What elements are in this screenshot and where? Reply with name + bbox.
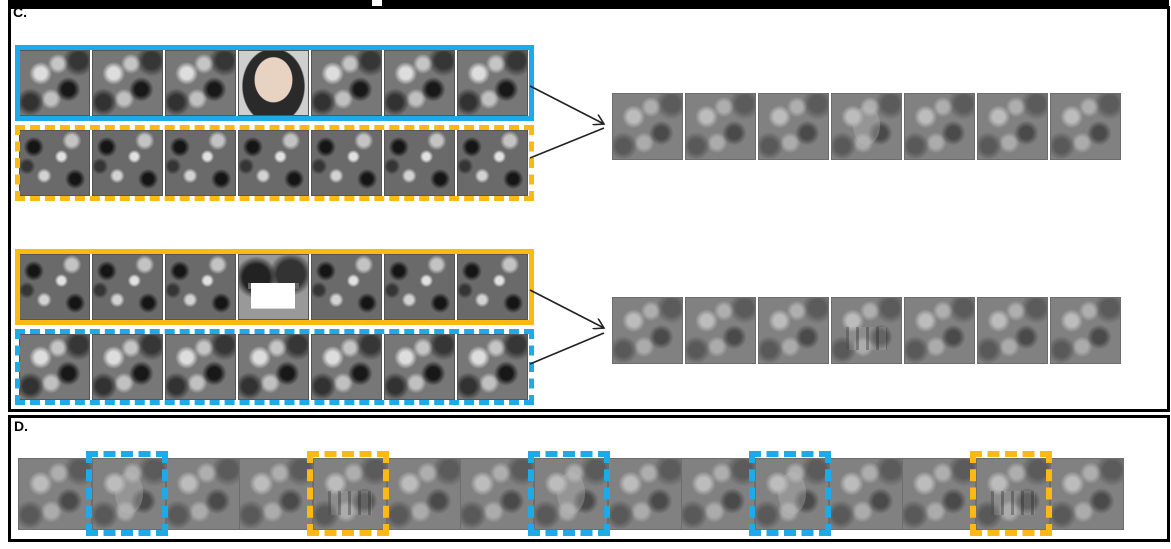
stimulus-tile <box>457 334 528 400</box>
stimulus-tile <box>457 254 528 320</box>
highlight-blue <box>86 451 168 536</box>
stimulus-tile <box>92 254 163 320</box>
highlight-blue <box>749 451 831 536</box>
stimulus-tile <box>165 50 236 116</box>
mixed-output-tile <box>977 297 1048 364</box>
mixed-output-house-tile <box>831 297 902 364</box>
mixed-output-tile <box>685 93 756 160</box>
stimulus-tile <box>165 334 236 400</box>
mixed-output-tile <box>758 93 829 160</box>
top-rule-left <box>8 0 372 6</box>
sequence-face-tile <box>755 458 829 530</box>
highlight-yellow <box>307 451 389 536</box>
stimulus-tile <box>311 50 382 116</box>
stimulus-tile <box>311 130 382 196</box>
mixed-output-tile <box>612 93 683 160</box>
stimulus-tile <box>238 130 309 196</box>
house-image-tile <box>238 254 309 320</box>
arrow-house-row <box>529 289 604 328</box>
mixed-output-tile <box>612 297 683 364</box>
mixed-output-tile <box>904 93 975 160</box>
row-frame-dashed-yellow <box>15 125 534 201</box>
panel-c <box>8 6 1170 412</box>
panel-c-label: C. <box>13 4 27 20</box>
mixed-output-tile <box>685 297 756 364</box>
stimulus-tile <box>165 254 236 320</box>
stimulus-tile <box>92 334 163 400</box>
row-frame-solid-blue <box>15 45 534 121</box>
arrow-face-row <box>529 85 604 124</box>
stimulus-tile <box>19 130 90 196</box>
top-rule-right <box>382 0 1169 6</box>
row-frame-solid-yellow <box>15 249 534 325</box>
sequence-tile <box>902 458 976 530</box>
stimulus-tile <box>384 130 455 196</box>
stimulus-tile <box>311 254 382 320</box>
highlight-yellow <box>970 451 1052 536</box>
row-frame-dashed-blue <box>15 329 534 405</box>
panel-d-label: D. <box>14 418 28 434</box>
mixed-output-tile <box>1050 297 1121 364</box>
mixed-output-tile <box>758 297 829 364</box>
stimulus-tile <box>384 50 455 116</box>
mixed-output-face-tile <box>831 93 902 160</box>
sequence-tile <box>387 458 461 530</box>
stimulus-tile <box>238 334 309 400</box>
sequence-face-tile <box>534 458 608 530</box>
mixed-output-tile <box>904 297 975 364</box>
sequence-tile <box>608 458 682 530</box>
stimulus-tile <box>384 334 455 400</box>
sequence-tile <box>166 458 240 530</box>
sequence-tile <box>460 458 534 530</box>
mixed-output-tile <box>1050 93 1121 160</box>
sequence-tile <box>1050 458 1124 530</box>
highlight-blue <box>528 451 610 536</box>
sequence-tile <box>829 458 903 530</box>
mixed-output-tile <box>977 93 1048 160</box>
sequence-tile <box>18 458 92 530</box>
stimulus-tile <box>311 334 382 400</box>
sequence-tile <box>239 458 313 530</box>
stimulus-tile <box>19 334 90 400</box>
sequence-house-tile <box>313 458 387 530</box>
stimulus-tile <box>384 254 455 320</box>
arrow-face-noise-row <box>529 332 605 365</box>
panel-d <box>8 415 1170 542</box>
sequence-house-tile <box>976 458 1050 530</box>
stimulus-tile <box>457 130 528 196</box>
arrow-house-noise-row <box>529 127 605 159</box>
face-image-tile <box>238 50 309 116</box>
sequence-face-tile <box>92 458 166 530</box>
stimulus-tile <box>92 50 163 116</box>
stimulus-tile <box>457 50 528 116</box>
stimulus-tile <box>165 130 236 196</box>
sequence-tile <box>681 458 755 530</box>
stimulus-tile <box>92 130 163 196</box>
